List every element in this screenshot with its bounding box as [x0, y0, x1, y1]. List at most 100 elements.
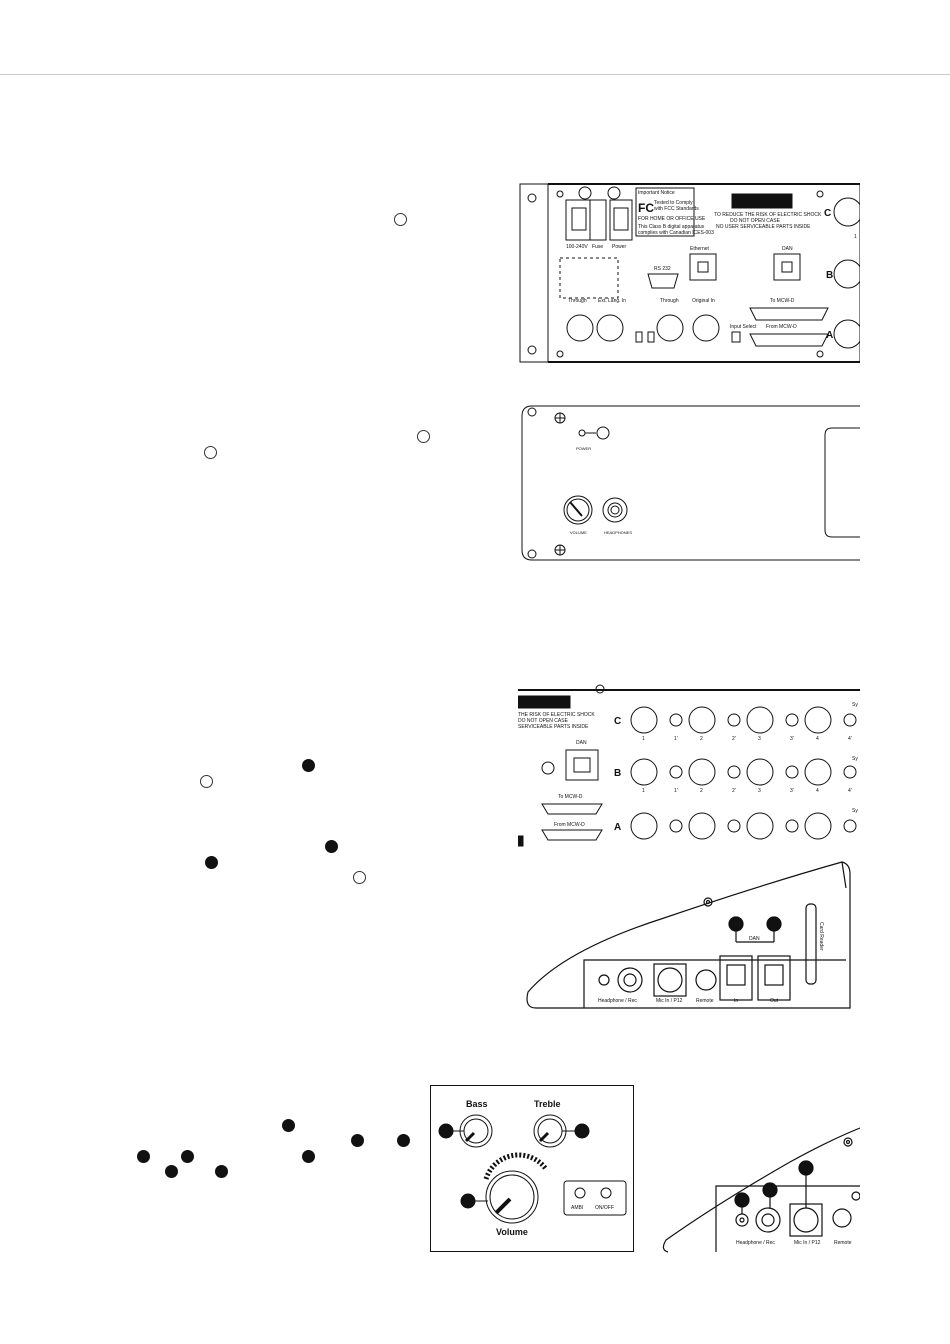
- voltage-label: 100-240V: [566, 244, 588, 250]
- rca-connector: [843, 765, 857, 779]
- front-panel-drawing: POWER VOLUME HEADPHONES: [521, 405, 860, 561]
- rca-connector: [727, 765, 741, 779]
- row-a-label: A: [614, 822, 621, 833]
- channel-label: 3: [758, 788, 761, 794]
- channel-label: 1': [674, 788, 678, 794]
- callout-marker: [353, 871, 366, 884]
- canada-text-1: This Class B digital apparatus: [638, 224, 705, 230]
- rear-detail-figure: THE RISK OF ELECTRIC SHOCK DO NOT OPEN C…: [518, 680, 860, 852]
- side-detail-drawing: Headphone / Rec Mic In / P12 Remote: [662, 1127, 860, 1253]
- to-mcw-label: To MCW-D: [770, 298, 795, 304]
- callout-marker: [200, 775, 213, 788]
- callout-marker: [204, 446, 217, 459]
- xlr-connector: [746, 812, 774, 840]
- xlr-connector: [804, 706, 832, 734]
- channel-label: 2: [700, 788, 703, 794]
- important-notice-label: Important Notice: [638, 190, 675, 196]
- xlr-connector: [804, 812, 832, 840]
- callout-marker-filled: [325, 840, 338, 853]
- bass-label: Bass: [466, 1099, 488, 1109]
- controls-figure: Bass Treble Volume AMBI ON/OFF: [430, 1085, 635, 1253]
- xlr-connector: [746, 758, 774, 786]
- dan-label: DAN: [576, 740, 587, 746]
- from-mcw-label: From MCW-D: [554, 822, 585, 828]
- callout-marker-filled: [165, 1165, 178, 1178]
- mic-in-label: Mic In / P12: [794, 1240, 821, 1246]
- xlr-connector: [630, 812, 658, 840]
- rca-connector: [669, 819, 683, 833]
- ethernet-label: Ethernet: [690, 246, 710, 252]
- to-mcw-label: To MCW-D: [558, 794, 583, 800]
- rca-connector: [785, 765, 799, 779]
- rs232-label: RS 232: [654, 266, 671, 272]
- dan-label: DAN: [749, 936, 760, 942]
- header-rule: [0, 74, 950, 75]
- rca-connector: [785, 713, 799, 727]
- power-led-label: POWER: [576, 446, 591, 451]
- fcc-text-3: FOR HOME OR OFFICE USE: [638, 216, 706, 222]
- rca-connector: [727, 713, 741, 727]
- row-a-label: A: [826, 330, 833, 341]
- power-label: Power: [612, 244, 627, 250]
- warning-text-2: DO NOT OPEN CASE: [730, 218, 781, 224]
- through-label-1: Through: [568, 298, 587, 304]
- fuse-label: Fuse: [592, 244, 603, 250]
- rca-connector: [785, 819, 799, 833]
- warning-text-1: TO REDUCE THE RISK OF ELECTRIC SHOCK: [714, 212, 822, 218]
- row-b-label: B: [614, 768, 621, 779]
- side-panel-figure: DAN Card Reader Headphone / Rec Mic In /…: [524, 860, 854, 1010]
- fcc-logo: FC: [638, 201, 654, 215]
- xlr-connector: [630, 706, 658, 734]
- rca-connector: [843, 713, 857, 727]
- from-mcw-label: From MCW-D: [766, 324, 797, 330]
- controls-drawing: Bass Treble Volume AMBI ON/OFF: [430, 1085, 634, 1252]
- volume-label: Volume: [496, 1227, 528, 1237]
- sys-label: Sy: [852, 702, 858, 708]
- channel-label: 1': [674, 736, 678, 742]
- callout-marker-filled: [351, 1134, 364, 1147]
- row-b-label: B: [826, 270, 833, 281]
- headphone-rec-label: Headphone / Rec: [736, 1240, 775, 1246]
- channel-label: 1: [854, 234, 857, 240]
- callout-marker-filled: [302, 1150, 315, 1163]
- rear-panel-drawing: Important Notice FC Tested to Comply wit…: [519, 183, 860, 363]
- callout-marker-filled: [205, 856, 218, 869]
- side-detail-figure: Headphone / Rec Mic In / P12 Remote: [660, 1122, 860, 1254]
- treble-label: Treble: [534, 1099, 561, 1109]
- ext-lang-in-label: Ext. Lang. In: [598, 298, 626, 304]
- channel-label: 4: [816, 736, 819, 742]
- callout-marker-filled: [215, 1165, 228, 1178]
- channel-label: 2: [700, 736, 703, 742]
- out-label: Out: [770, 998, 779, 1004]
- fcc-text-2: with FCC Standards: [654, 206, 699, 212]
- original-in-label: Original In: [692, 298, 715, 304]
- callout-marker-filled: [397, 1134, 410, 1147]
- callout-marker: [417, 430, 430, 443]
- rca-connector: [669, 765, 683, 779]
- sys-label: Sy: [852, 756, 858, 762]
- xlr-connector: [746, 706, 774, 734]
- callout-marker-filled: [282, 1119, 295, 1132]
- row-c-label: C: [824, 208, 831, 219]
- side-panel-drawing: DAN Card Reader Headphone / Rec Mic In /…: [526, 861, 851, 1009]
- xlr-connector: [804, 758, 832, 786]
- row-c-label: C: [614, 716, 621, 727]
- channel-label: 3: [758, 736, 761, 742]
- dan-label: DAN: [782, 246, 793, 252]
- in-label: In: [734, 998, 738, 1004]
- mic-in-label: Mic In / P12: [656, 998, 683, 1004]
- headphones-label: HEADPHONES: [604, 530, 632, 535]
- xlr-connector: [630, 758, 658, 786]
- rear-detail-drawing: THE RISK OF ELECTRIC SHOCK DO NOT OPEN C…: [518, 684, 860, 847]
- through-label-2: Through: [660, 298, 679, 304]
- remote-label: Remote: [696, 998, 714, 1004]
- channel-label: 2': [732, 788, 736, 794]
- channel-label: 1: [642, 736, 645, 742]
- rca-connector: [669, 713, 683, 727]
- button-label-2: ON/OFF: [595, 1205, 614, 1211]
- callout-marker-filled: [302, 759, 315, 772]
- xlr-connector: [688, 812, 716, 840]
- channel-label: 1: [642, 788, 645, 794]
- rca-connector: [843, 819, 857, 833]
- rear-panel-figure: Important Notice FC Tested to Comply wit…: [518, 182, 860, 366]
